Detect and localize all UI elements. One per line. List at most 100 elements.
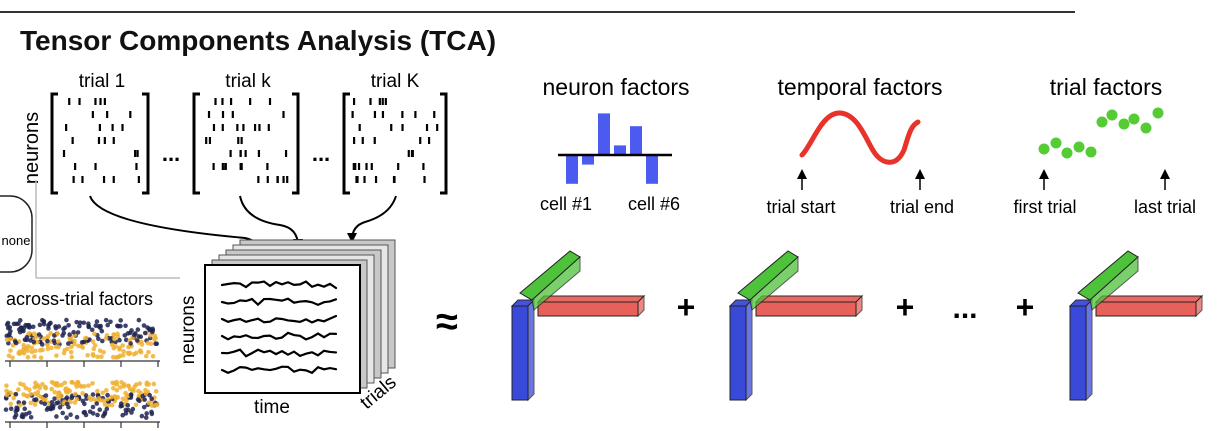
scatter-dot [40, 347, 45, 353]
time-series-trace [220, 280, 338, 290]
scatter-dot [48, 406, 54, 412]
raster-matrix-3 [342, 92, 448, 195]
scatter-dot [86, 321, 91, 327]
scatter-dot [136, 388, 141, 394]
scatter-dot [53, 344, 59, 350]
scatter-dot [54, 353, 59, 358]
plus-sign-2: + [896, 289, 915, 325]
scatter-dot [102, 402, 108, 407]
temporal-bar [1094, 294, 1204, 318]
scatter-dot [96, 396, 102, 401]
scatter-dot [28, 400, 34, 406]
curved-arrow-icon [239, 195, 303, 249]
scatter-dot [12, 339, 18, 344]
scatter-dot [83, 335, 89, 341]
scatter-dot [74, 396, 80, 402]
scatter-dot [120, 343, 126, 348]
scatter-dot [15, 406, 20, 412]
scatter-dot [27, 387, 32, 392]
none-pill-label: none [2, 233, 31, 248]
scatter-dot [95, 354, 100, 360]
scatter-dot [32, 385, 38, 390]
scatter-dot [59, 382, 64, 388]
scatter-dot [36, 332, 42, 337]
scatter-dot [100, 390, 106, 396]
cell-6-label: cell #6 [628, 194, 680, 214]
scatter-dot [65, 346, 70, 352]
scatter-dot [48, 331, 54, 336]
trial-label-1: trial 1 [79, 71, 125, 92]
neuron-bar-front [511, 305, 529, 401]
scatter-dot [117, 345, 122, 351]
trial-start-label: trial start [766, 197, 835, 217]
scatter-dot [23, 322, 28, 328]
scatter-dot [10, 343, 16, 348]
temporal-bar [536, 294, 646, 318]
page-title: Tensor Components Analysis (TCA) [20, 25, 496, 56]
scatter-dot [52, 333, 57, 338]
neuron-factor-bar [630, 126, 642, 155]
scatter-dot [32, 354, 37, 359]
plus-sign-1: + [677, 289, 696, 325]
scatter-dot [139, 413, 145, 419]
scatter-dot [32, 397, 37, 403]
cell-1-label: cell #1 [540, 194, 592, 214]
temporal-factors-panel: temporal factors trial start trial end [766, 74, 954, 217]
tensor-cube: neurons time trials [178, 239, 401, 418]
trial-factors-panel: trial factors first trial last trial [1014, 74, 1197, 217]
none-pill[interactable] [0, 195, 33, 273]
trial-factor-dot [1140, 122, 1152, 134]
scatter-dot [25, 355, 31, 360]
scatter-dot [101, 350, 106, 355]
scatter-dot [129, 328, 134, 333]
scatter-dot [20, 414, 26, 420]
scatter-dot [26, 322, 32, 328]
scatter-dot [35, 339, 40, 345]
scatter-dot [149, 329, 155, 335]
scatter-dot [152, 333, 158, 339]
tensor-ylabel: neurons [178, 296, 199, 365]
scatter-dot [153, 341, 158, 347]
scatter-dot [126, 344, 131, 350]
scatter-dot [63, 386, 69, 391]
scatter-dot [97, 325, 103, 331]
scatter-dot [8, 401, 14, 407]
scatter-dot [132, 384, 137, 390]
scatter-dot [14, 321, 19, 327]
scatter-dot [119, 380, 124, 385]
neuron-factor-bar [598, 113, 610, 155]
scatter-dot [79, 340, 85, 345]
scatter-dot [51, 338, 57, 344]
rank-one-component [1068, 250, 1204, 402]
neuron-bar [728, 298, 754, 402]
scatter-dot [4, 333, 10, 339]
scatter-dot [152, 337, 157, 342]
scatter-dot [110, 380, 115, 386]
sum-ellipsis: ... [952, 292, 977, 325]
scatter-dot [17, 318, 23, 323]
scatter-dot [97, 407, 103, 413]
scatter-dot [3, 407, 9, 412]
scatter-dot [11, 395, 16, 401]
scatter-dot [60, 410, 66, 416]
scatter-dot [116, 354, 121, 360]
scatter-dot [31, 339, 37, 345]
scatter-dot [95, 412, 100, 418]
scatter-dot [24, 337, 29, 343]
scatter-dot [28, 414, 34, 420]
scatter-dot [32, 402, 38, 407]
scatter-dot [120, 353, 126, 358]
temporal-factor-curve [799, 110, 921, 165]
scatter-dot [60, 333, 65, 338]
scatter-dot [96, 336, 101, 342]
scatter-dot [45, 342, 50, 348]
scatter-dot [94, 319, 100, 324]
scatter-dot [142, 330, 148, 336]
scatter-dot [114, 379, 119, 385]
neuron-factor-bar [566, 155, 578, 184]
scatter-dot [64, 395, 70, 400]
scatter-dot [75, 330, 81, 335]
scatter-dot [95, 388, 100, 394]
scatter-dot [7, 325, 13, 330]
time-series-trace [220, 331, 338, 341]
